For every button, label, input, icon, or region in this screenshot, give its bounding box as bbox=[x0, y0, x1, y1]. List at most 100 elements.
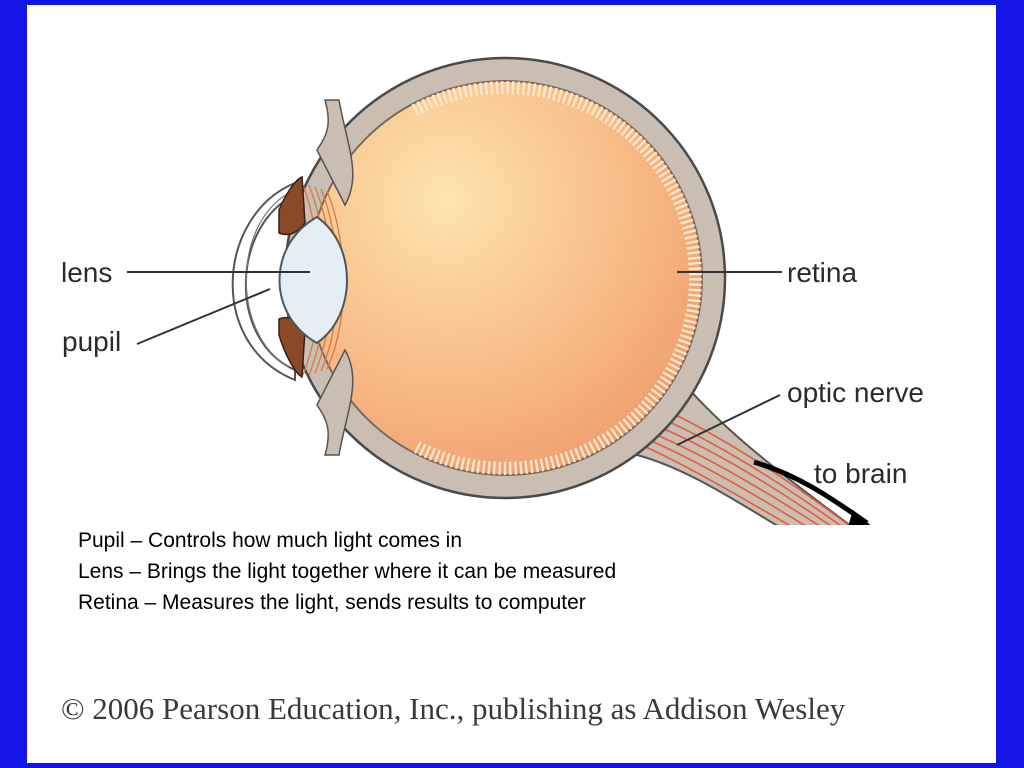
photoreceptor-tick bbox=[557, 89, 563, 103]
photoreceptor-tick bbox=[571, 94, 579, 108]
photoreceptor-tick bbox=[633, 407, 645, 419]
photoreceptor-tick bbox=[632, 135, 643, 147]
photoreceptor-tick bbox=[418, 443, 427, 457]
notes: Pupil – Controls how much light comes in… bbox=[78, 525, 616, 618]
photoreceptor-tick bbox=[682, 323, 696, 330]
photoreceptor-tick bbox=[626, 414, 637, 427]
photoreceptor-tick bbox=[666, 183, 679, 192]
photoreceptor-tick bbox=[452, 87, 458, 101]
photoreceptor-tick bbox=[544, 457, 550, 471]
photoreceptor-tick bbox=[511, 81, 515, 95]
photoreceptor-tick bbox=[688, 267, 702, 271]
photoreceptor-tick bbox=[431, 94, 439, 108]
photoreceptor-tick bbox=[647, 392, 660, 403]
photoreceptor-tick bbox=[612, 117, 622, 130]
photoreceptor-tick bbox=[441, 90, 448, 104]
photoreceptor-tick bbox=[534, 459, 539, 473]
photoreceptor-tick bbox=[686, 245, 700, 250]
photoreceptor-tick bbox=[669, 357, 683, 366]
photoreceptor-tick bbox=[668, 188, 682, 197]
photoreceptor-tick bbox=[679, 333, 693, 340]
photoreceptor-tick bbox=[658, 169, 671, 179]
photoreceptor-tick bbox=[618, 421, 629, 434]
photoreceptor-tick bbox=[592, 438, 601, 452]
photoreceptor-tick bbox=[495, 81, 499, 95]
lens-label: lens bbox=[61, 257, 112, 288]
photoreceptor-tick bbox=[479, 82, 484, 96]
photoreceptor-tick bbox=[578, 445, 587, 459]
copyright-notice: © 2006 Pearson Education, Inc., publishi… bbox=[61, 691, 846, 726]
photoreceptor-tick bbox=[428, 447, 436, 461]
photoreceptor-tick bbox=[672, 353, 685, 361]
photoreceptor-tick bbox=[649, 155, 661, 166]
photoreceptor-tick bbox=[581, 98, 589, 112]
photoreceptor-tick bbox=[514, 461, 518, 475]
optic-nerve-leader bbox=[676, 394, 781, 446]
photoreceptor-tick bbox=[624, 128, 635, 140]
photoreceptor-tick bbox=[588, 441, 597, 454]
photoreceptor-tick bbox=[597, 436, 606, 449]
photoreceptor-tick bbox=[687, 298, 701, 303]
photoreceptor-tick bbox=[685, 313, 699, 319]
photoreceptor-tick bbox=[516, 81, 520, 95]
photoreceptor-tick bbox=[637, 404, 649, 415]
photoreceptor-tick bbox=[687, 256, 702, 260]
photoreceptor-tick bbox=[481, 460, 486, 474]
note-retina: Retina – Measures the light, sends resul… bbox=[78, 591, 586, 614]
photoreceptor-tick bbox=[610, 427, 620, 440]
to-brain-arrow bbox=[753, 459, 871, 525]
photoreceptor-tick bbox=[630, 411, 641, 423]
photoreceptor-tick bbox=[411, 103, 420, 117]
photoreceptor-tick bbox=[663, 178, 677, 187]
photoreceptor-tick bbox=[614, 424, 624, 437]
photoreceptor-tick bbox=[462, 85, 468, 99]
photoreceptor-tick bbox=[677, 208, 691, 215]
photoreceptor-tick bbox=[566, 92, 574, 106]
photoreceptor-tick bbox=[590, 103, 599, 117]
slide: lens pupil retina optic nerve to brain P… bbox=[27, 5, 996, 763]
photoreceptor-tick bbox=[454, 455, 461, 470]
photoreceptor-tick bbox=[655, 164, 668, 174]
photoreceptor-tick bbox=[622, 418, 633, 430]
photoreceptor-tick bbox=[476, 460, 481, 474]
ciliary-body bbox=[302, 99, 354, 456]
cornea bbox=[231, 181, 296, 382]
photoreceptor-tick bbox=[688, 261, 702, 265]
photoreceptor-tick bbox=[642, 147, 654, 158]
photoreceptor-tick bbox=[603, 111, 613, 124]
photoreceptor-tick bbox=[656, 379, 669, 390]
photoreceptor-tick bbox=[554, 454, 561, 468]
photoreceptor-tick bbox=[537, 84, 542, 98]
photoreceptor-tick bbox=[635, 139, 647, 151]
photoreceptor-tick bbox=[416, 101, 425, 114]
photoreceptor-tick bbox=[583, 443, 592, 457]
photoreceptor-tick bbox=[564, 451, 571, 465]
photoreceptor-tick bbox=[576, 96, 584, 110]
photoreceptor-tick bbox=[484, 81, 489, 95]
photoreceptor-tick bbox=[644, 396, 656, 407]
photoreceptor-tick bbox=[688, 288, 702, 292]
pupil-leader bbox=[136, 288, 271, 345]
photoreceptor-tick bbox=[434, 449, 441, 463]
photoreceptor-tick bbox=[423, 445, 432, 459]
photoreceptor-tick bbox=[673, 198, 686, 206]
iris bbox=[278, 175, 306, 379]
photoreceptor-tick bbox=[641, 400, 653, 411]
photoreceptor-tick bbox=[683, 318, 698, 325]
photoreceptor-tick bbox=[447, 89, 453, 103]
leader-lines bbox=[127, 271, 782, 446]
photoreceptor-tick bbox=[449, 454, 456, 468]
photoreceptor-tick bbox=[473, 83, 478, 97]
photoreceptor-tick bbox=[492, 461, 496, 475]
photoreceptor-tick bbox=[569, 449, 576, 463]
photoreceptor-tick bbox=[468, 84, 473, 98]
photoreceptor-tick bbox=[653, 384, 666, 394]
photoreceptor-tick bbox=[605, 430, 615, 443]
photoreceptor-tick bbox=[539, 458, 545, 472]
photoreceptor-tick bbox=[665, 366, 678, 376]
photoreceptor-tick bbox=[519, 461, 523, 475]
photoreceptor-tick bbox=[681, 223, 696, 230]
photoreceptor-tick bbox=[439, 451, 446, 465]
photoreceptor-tick bbox=[667, 362, 681, 371]
photoreceptor-tick bbox=[687, 250, 701, 255]
